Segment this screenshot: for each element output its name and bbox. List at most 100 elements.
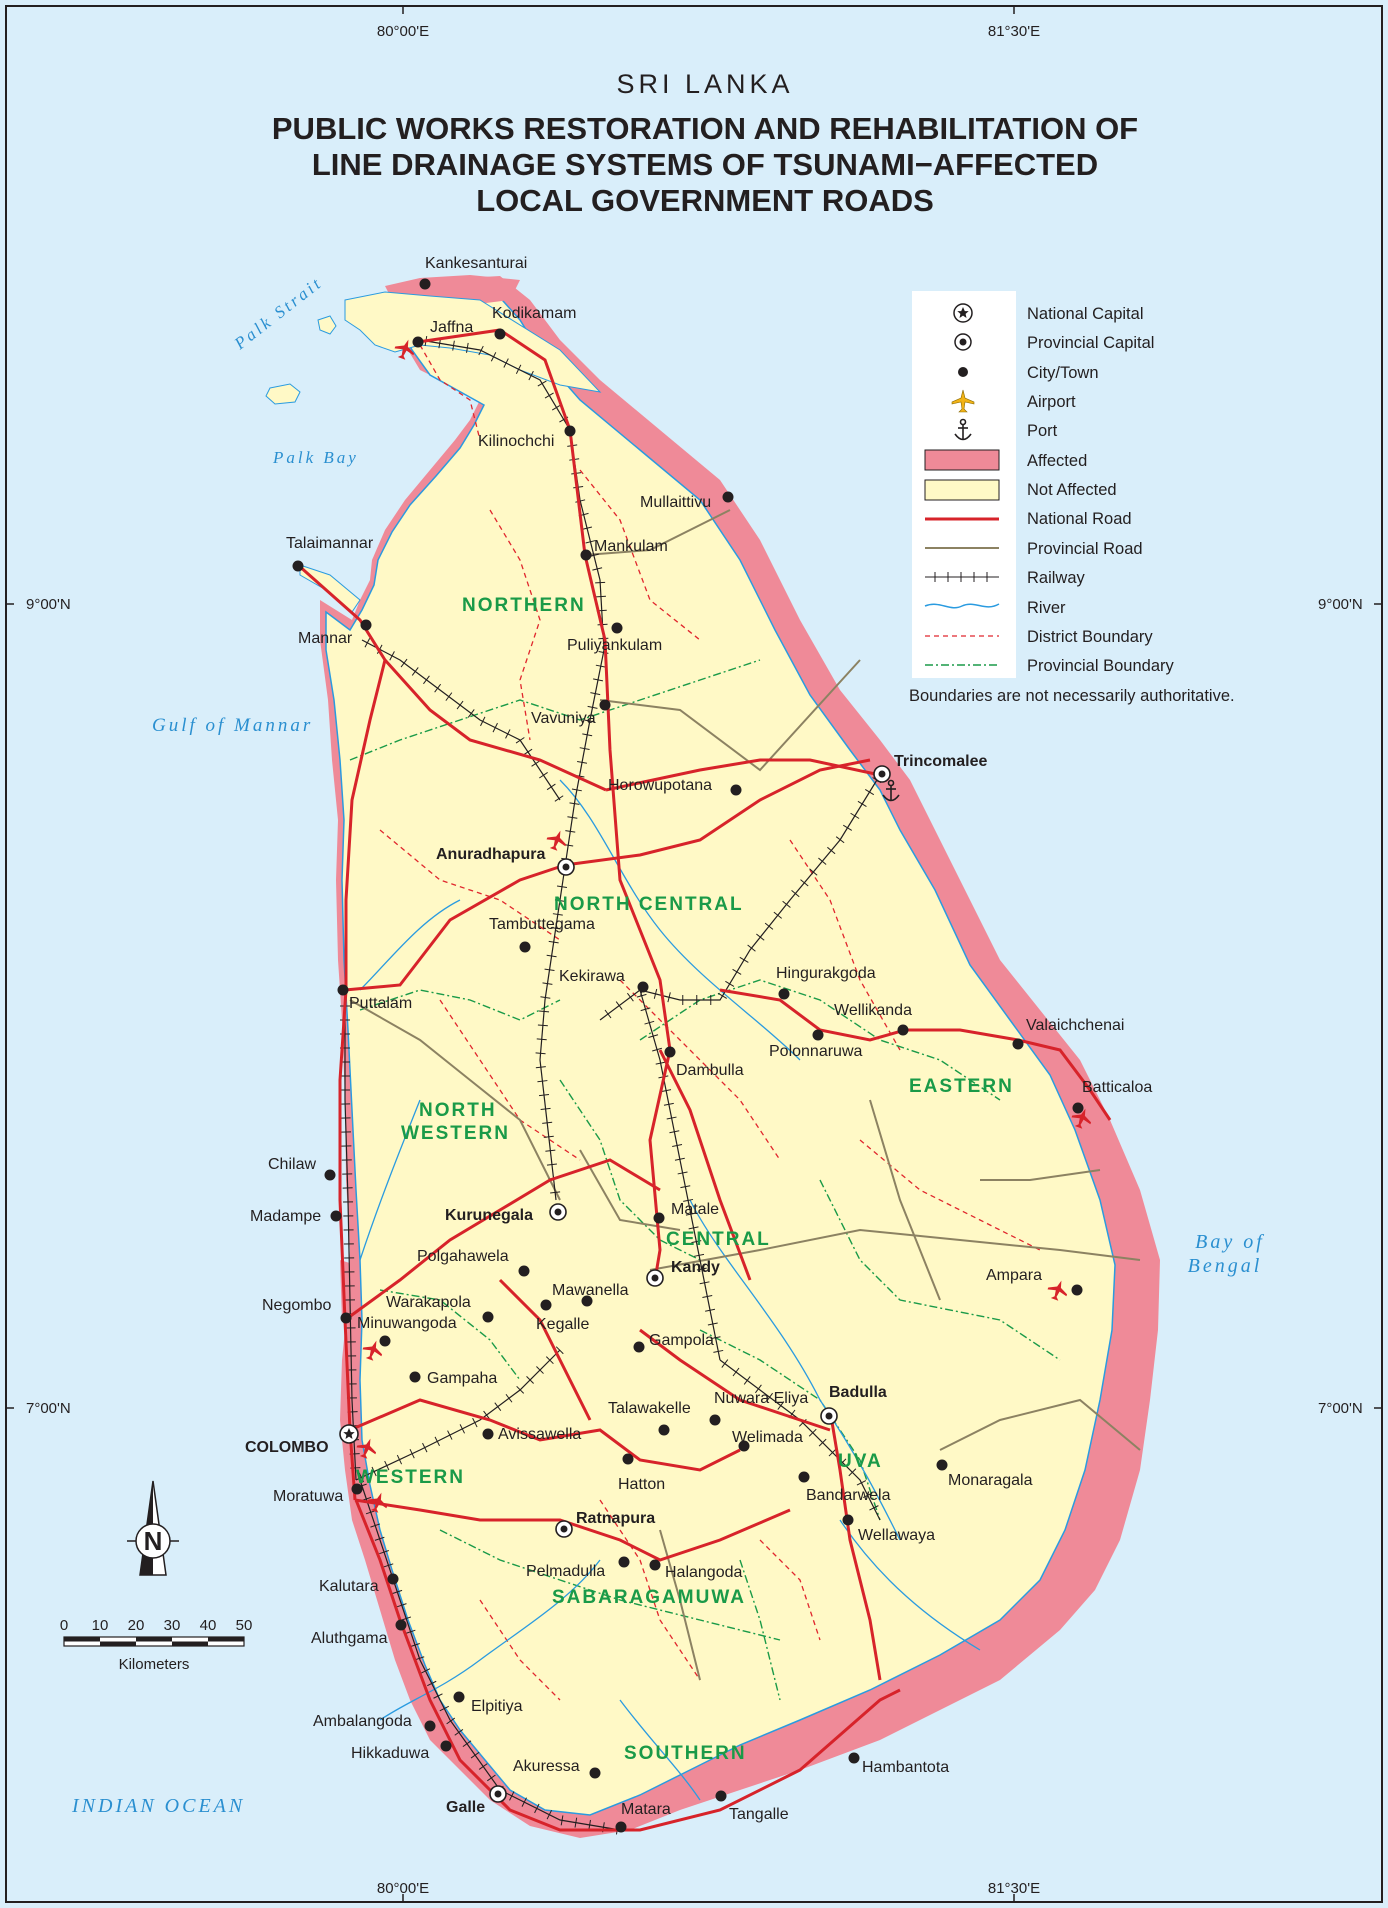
city-label: Ambalangoda [313, 1713, 412, 1730]
city-horowupotana: Horowupotana [608, 777, 742, 796]
city-moratuwa: Moratuwa [273, 1483, 363, 1505]
legend-district-boundary: District Boundary [1027, 628, 1153, 646]
city-marker-icon [387, 1573, 399, 1585]
provincial-roads [349, 509, 1141, 1681]
city-marker-icon [589, 1767, 601, 1779]
city-label: Horowupotana [608, 777, 712, 794]
city-label: Negombo [262, 1297, 331, 1314]
legend-airport: Airport [1027, 393, 1076, 411]
city-marker-icon [715, 1790, 727, 1802]
lat-south-right: 7°00'N [1318, 1400, 1363, 1417]
city-marker-icon [611, 622, 623, 634]
city-mannar: Mannar [298, 619, 372, 647]
airport-marker-icon [546, 830, 567, 851]
city-marker-icon [599, 699, 611, 711]
city-elpitiya: Elpitiya [453, 1691, 523, 1715]
city-marker-icon [580, 549, 592, 561]
region-uva: UVA [838, 1451, 883, 1472]
city-marker-icon [440, 1740, 452, 1752]
lon-east-bottom: 81°30'E [988, 1880, 1040, 1897]
legend-provincial-road: Provincial Road [1027, 540, 1143, 558]
lat-north-right: 9°00'N [1318, 596, 1363, 613]
city-marker-icon [936, 1459, 948, 1471]
city-marker-icon [842, 1514, 854, 1526]
city-label: Vavuniya [531, 710, 596, 727]
city-marker-icon [340, 1312, 352, 1324]
city-label: Wellikanda [834, 1002, 912, 1019]
city-marker-icon [649, 1559, 661, 1571]
city-label: Talawakelle [608, 1400, 691, 1417]
title-line-1: PUBLIC WORKS RESTORATION AND REHABILITAT… [272, 111, 1138, 146]
city-tambuttegama: Tambuttegama [489, 916, 595, 953]
scale-tick-0: 0 [60, 1617, 68, 1634]
city-hikkaduwa: Hikkaduwa [351, 1740, 452, 1762]
city-marker-icon [633, 1341, 645, 1353]
city-label: Hambantota [862, 1759, 949, 1776]
city-matale: Matale [653, 1201, 719, 1224]
city-marker-icon [798, 1471, 810, 1483]
city-marker-icon [637, 981, 649, 993]
city-label: Kodikamam [492, 305, 576, 322]
north-label: N [144, 1526, 163, 1556]
city-kilinochchi: Kilinochchi [478, 425, 576, 450]
city-marker-icon [482, 1311, 494, 1323]
city-marker-icon [738, 1440, 750, 1452]
city-label: Halangoda [665, 1564, 743, 1581]
city-gampola: Gampola [633, 1332, 714, 1353]
city-welimada: Welimada [732, 1429, 803, 1452]
legend-city-town: City/Town [1027, 364, 1099, 382]
city-label: Batticaloa [1082, 1079, 1152, 1096]
port-legend-icon [954, 418, 972, 441]
city-nuwara-eliya: Nuwara Eliya [709, 1390, 808, 1426]
city-label: Moratuwa [273, 1488, 343, 1505]
city-tangalle: Tangalle [715, 1790, 789, 1823]
legend-affected: Affected [1027, 452, 1087, 470]
city-label: Akuressa [513, 1758, 580, 1775]
legend-not-affected: Not Affected [1027, 481, 1117, 499]
city-label: Valaichchenai [1026, 1017, 1124, 1034]
city-label: Kegalle [536, 1316, 589, 1333]
city-minuwangoda: Minuwangoda [357, 1315, 457, 1347]
city-marker-icon [360, 619, 372, 631]
north-arrow: N [127, 1480, 179, 1576]
city-label: Bandarwela [806, 1487, 891, 1504]
city-label: Gampaha [427, 1370, 497, 1387]
city-label: Nuwara Eliya [714, 1390, 808, 1407]
legend-note: Boundaries are not necessarily authorita… [909, 687, 1235, 705]
river-swatch [924, 603, 1000, 609]
city-hatton: Hatton [618, 1453, 665, 1493]
city-kegalle: Kegalle [536, 1299, 589, 1333]
city-madampe: Madampe [250, 1208, 342, 1225]
city-marker-icon [453, 1691, 465, 1703]
city-label: Anuradhapura [436, 846, 545, 863]
city-marker-icon [709, 1414, 721, 1426]
city-marker-icon [330, 1210, 342, 1222]
city-anuradhapura: Anuradhapura [436, 846, 575, 876]
city-marker-icon [1071, 1284, 1083, 1296]
city-marker-icon [419, 278, 431, 290]
city-label: Aluthgama [311, 1630, 388, 1647]
label-gulf-mannar: Gulf of Mannar [152, 715, 313, 736]
city-label: Hingurakgoda [776, 965, 876, 982]
city-ratnapura: Ratnapura [555, 1510, 655, 1538]
city-marker-icon [324, 1169, 336, 1181]
city-galle: Galle [446, 1785, 507, 1816]
region-eastern: EASTERN [909, 1076, 1014, 1097]
city-chilaw: Chilaw [268, 1156, 336, 1181]
city-label: Kekirawa [559, 968, 625, 985]
city-marker-icon [618, 1556, 630, 1568]
title-line-2: LINE DRAINAGE SYSTEMS OF TSUNAMI−AFFECTE… [312, 147, 1098, 182]
city-marker-icon [540, 1299, 552, 1311]
city-marker-icon [351, 1483, 363, 1495]
city-label: Warakapola [386, 1294, 471, 1311]
title-line-3: LOCAL GOVERNMENT ROADS [476, 183, 934, 218]
national-capital-icon [953, 303, 973, 323]
city-label: Badulla [829, 1384, 887, 1401]
city-pelmadulla: Pelmadulla [526, 1556, 630, 1580]
city-label: Matale [671, 1201, 719, 1218]
city-mullaittivu: Mullaittivu [640, 491, 734, 511]
city-ampara: Ampara [986, 1267, 1083, 1296]
city-label: Monaragala [948, 1472, 1033, 1489]
affected-swatch [924, 449, 1000, 471]
